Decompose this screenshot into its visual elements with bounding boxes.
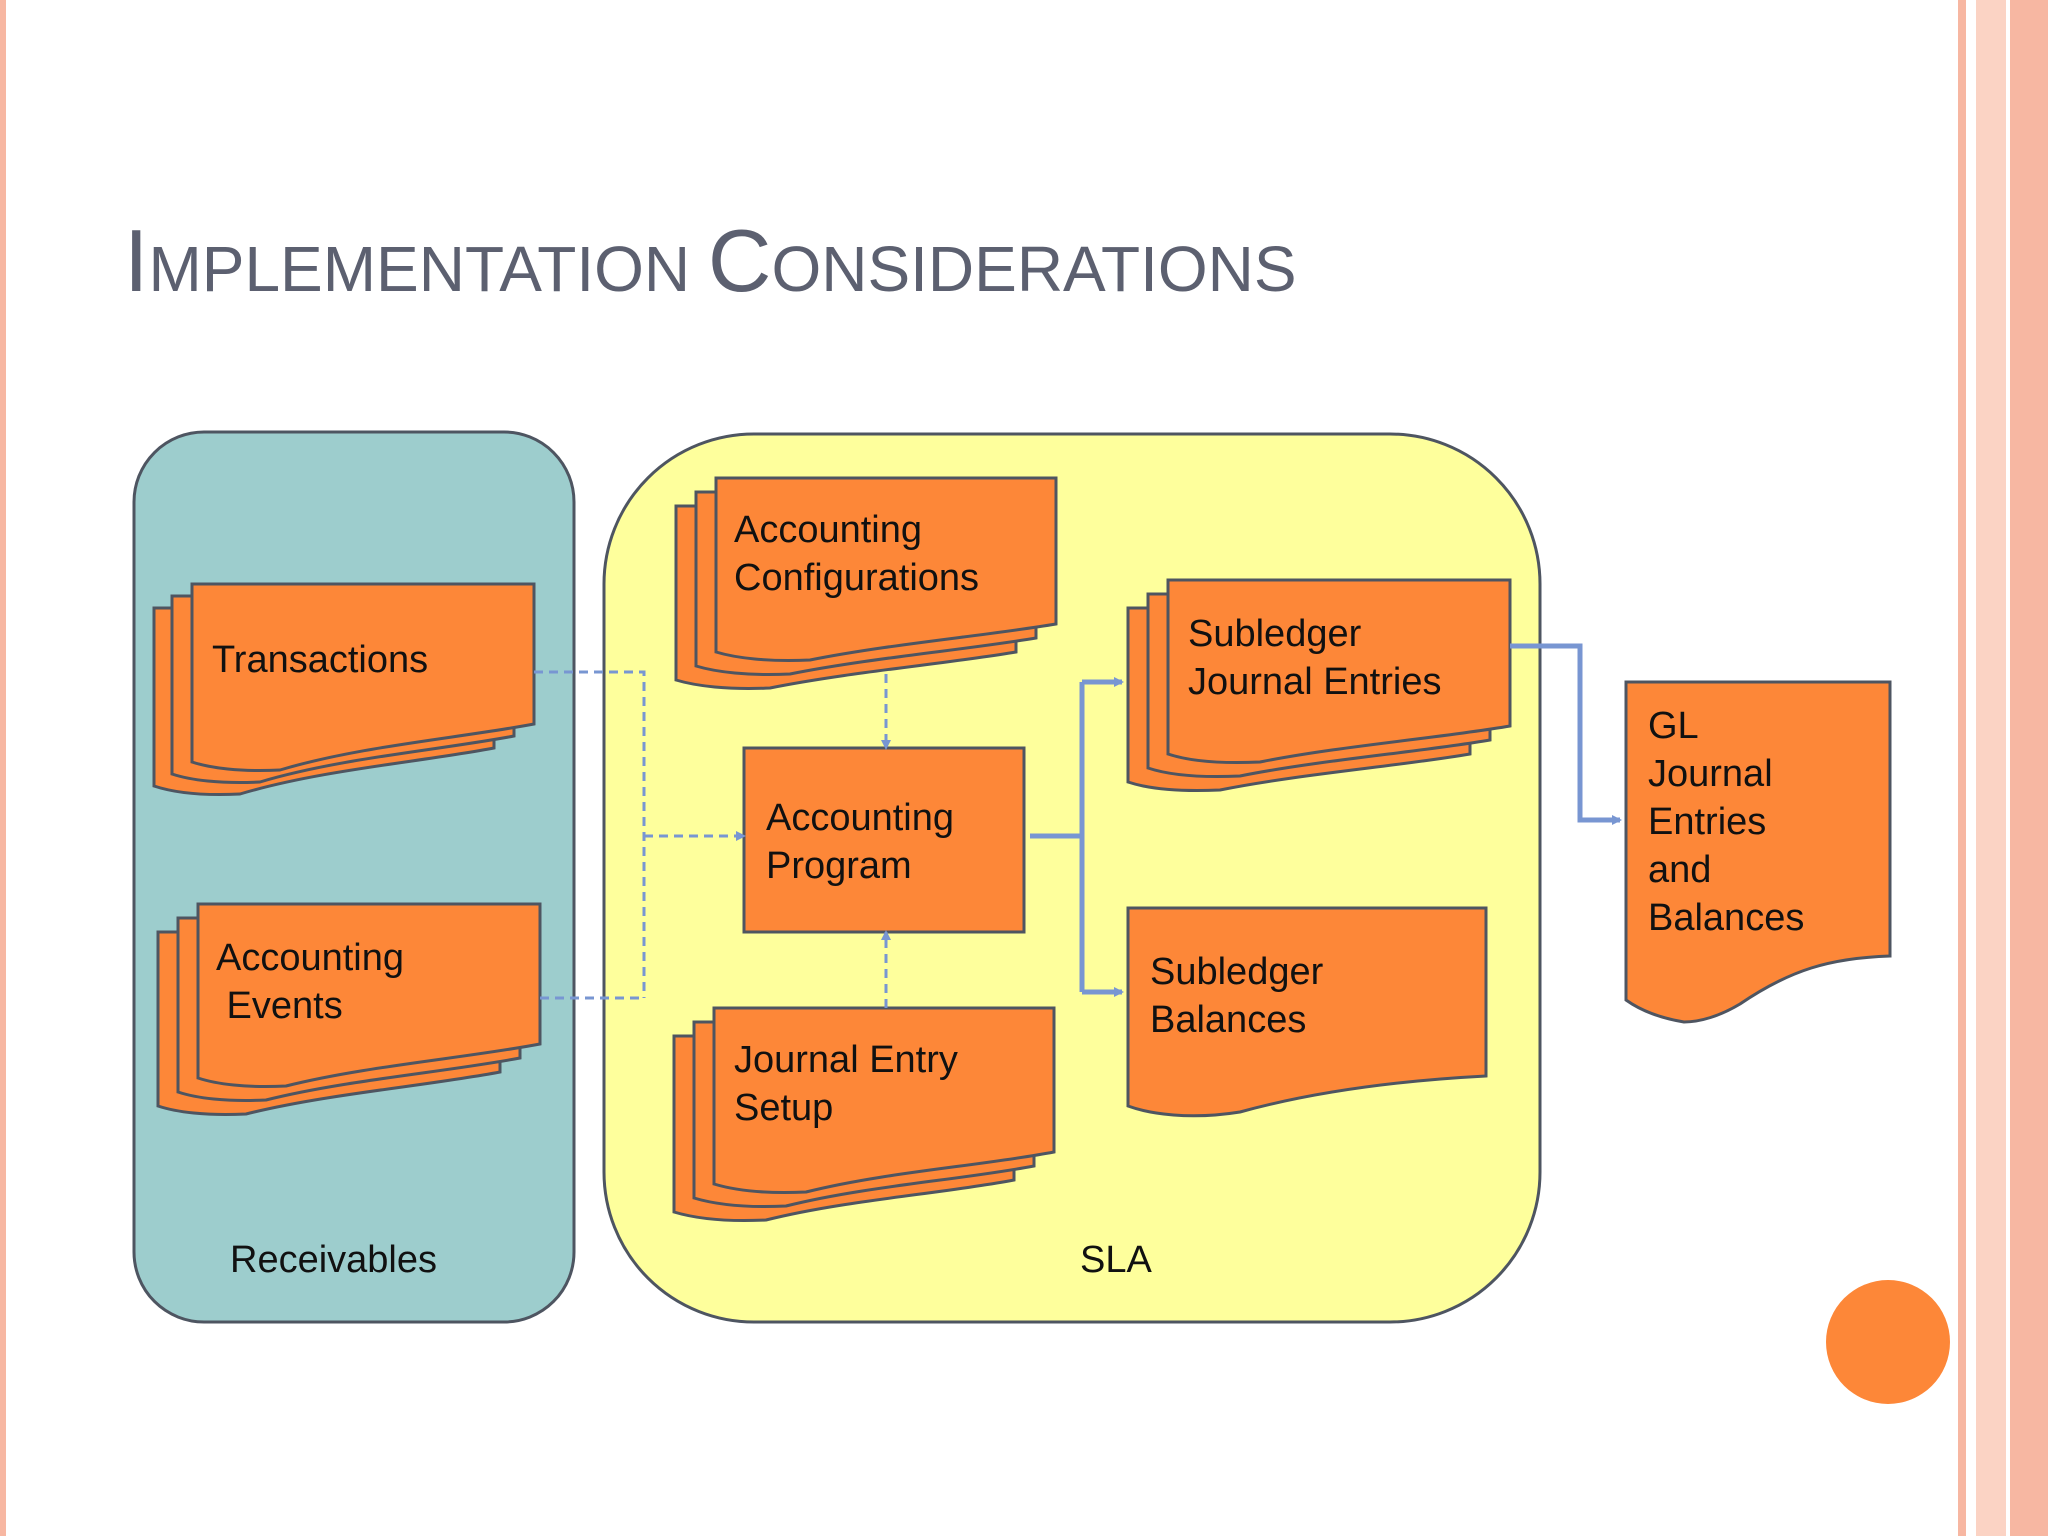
slide-title: IMPLEMENTATION CONSIDERATIONS bbox=[124, 211, 1297, 310]
journal-entry-setup-label: Journal Entry Setup bbox=[734, 1039, 958, 1129]
slide-frame-right-inner bbox=[2010, 0, 2048, 1536]
accounting-events-node bbox=[156, 902, 542, 1117]
receivables-group-label: Receivables bbox=[230, 1239, 437, 1281]
decorative-orange-circle bbox=[1826, 1280, 1950, 1404]
connector-transactions bbox=[534, 670, 646, 998]
connector-to-gl bbox=[1510, 643, 1622, 825]
transactions-node bbox=[152, 582, 536, 797]
accounting-program-node bbox=[742, 746, 1026, 934]
slide-frame-right-outer bbox=[1958, 0, 1966, 1536]
solid-connectors bbox=[1030, 643, 1622, 997]
transactions-label: Transactions bbox=[212, 639, 429, 681]
accounting-configurations-node bbox=[674, 476, 1058, 691]
accounting-program-label: Accounting Program bbox=[766, 797, 955, 887]
dashed-connectors bbox=[534, 670, 891, 1008]
gl-journal-entries-label: GL Journal Entries and Balances bbox=[1648, 705, 1805, 939]
accounting-configurations-label: Accounting Configurations bbox=[734, 509, 980, 599]
gl-journal-entries-node bbox=[1624, 680, 1892, 1024]
subledger-journal-entries-label: Subledger Journal Entries bbox=[1188, 613, 1442, 703]
sla-group-label: SLA bbox=[1080, 1239, 1152, 1281]
journal-entry-setup-node bbox=[672, 1006, 1056, 1223]
subledger-balances-label: Subledger Balances bbox=[1150, 951, 1324, 1041]
slide-frame-right-band bbox=[1976, 0, 2006, 1536]
subledger-balances-node bbox=[1126, 906, 1488, 1118]
accounting-events-label: Accounting Events bbox=[216, 937, 405, 1027]
subledger-journal-entries-node bbox=[1126, 578, 1512, 793]
receivables-group bbox=[132, 430, 576, 1324]
slide-frame-left bbox=[0, 0, 6, 1536]
